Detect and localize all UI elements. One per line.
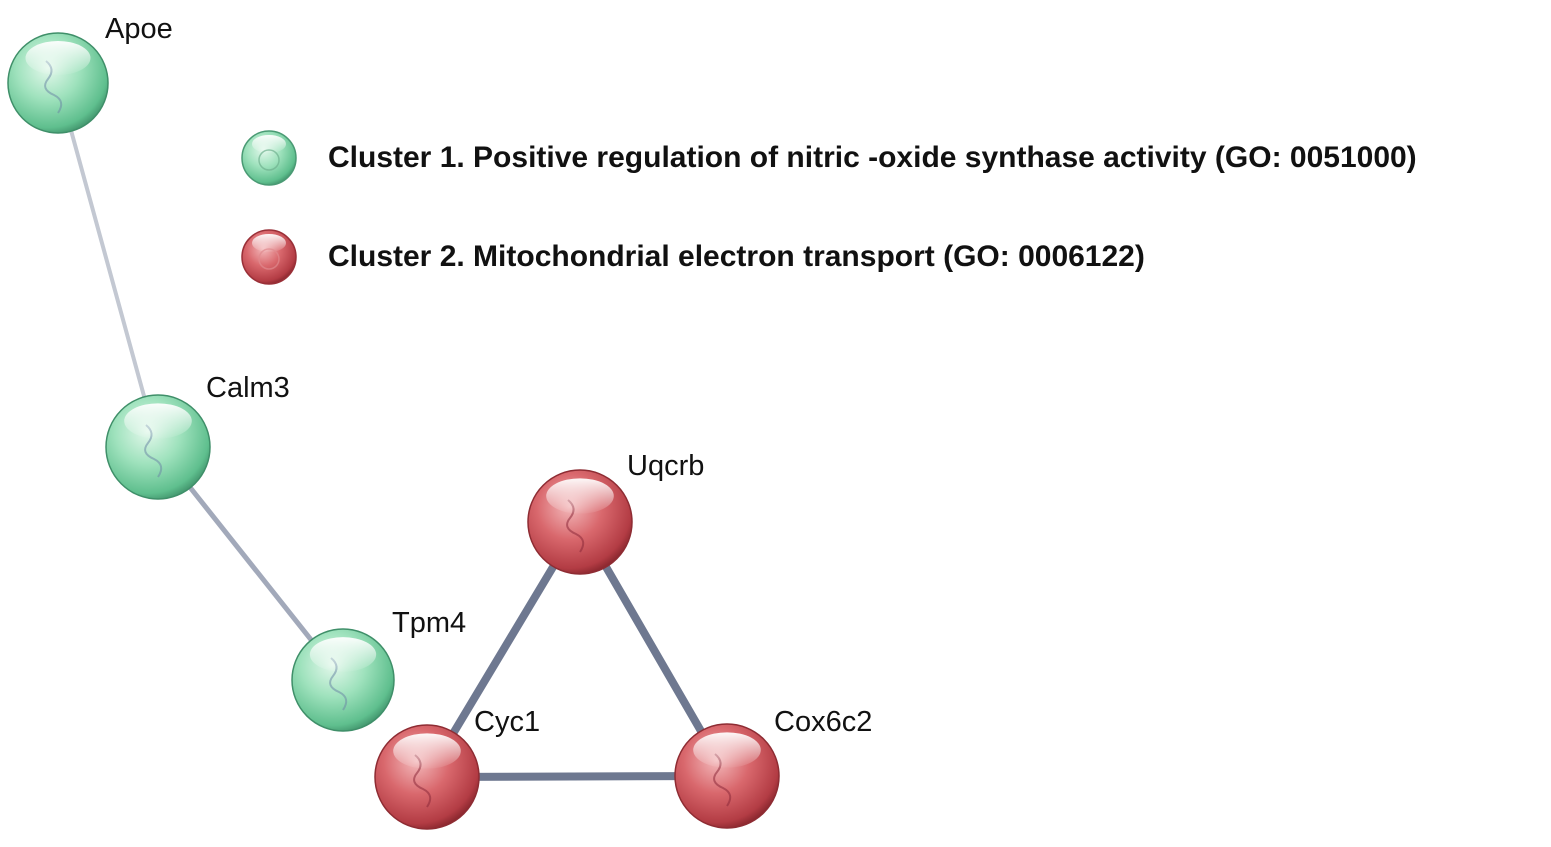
legend-item-cluster-2: Cluster 2. Mitochondrial electron transp… — [240, 227, 1145, 287]
node-cyc1[interactable]: Cyc1 — [374, 706, 540, 830]
cluster-1-node-icon — [241, 130, 297, 186]
legend-label-cluster-1: Cluster 1. Positive regulation of nitric… — [328, 141, 1417, 174]
node-label-cyc1: Cyc1 — [474, 706, 540, 738]
node-highlight — [309, 637, 377, 672]
node-highlight — [546, 478, 614, 514]
edge-apoe-calm3 — [56, 81, 160, 449]
node-highlight — [393, 733, 461, 769]
node-highlight — [124, 403, 192, 439]
node-label-calm3: Calm3 — [206, 372, 290, 404]
cluster-2-node-icon — [241, 229, 297, 285]
legend-label-cluster-2: Cluster 2. Mitochondrial electron transp… — [328, 240, 1145, 273]
node-apoe[interactable]: Apoe — [7, 13, 173, 134]
node-highlight — [693, 732, 761, 768]
node-label-tpm4: Tpm4 — [392, 607, 466, 639]
node-cox6c2[interactable]: Cox6c2 — [674, 706, 872, 829]
node-label-apoe: Apoe — [105, 13, 173, 45]
node-highlight — [25, 41, 91, 75]
node-uqcrb[interactable]: Uqcrb — [527, 450, 704, 575]
node-label-cox6c2: Cox6c2 — [774, 706, 872, 738]
legend-item-cluster-1: Cluster 1. Positive regulation of nitric… — [240, 128, 1417, 188]
node-calm3[interactable]: Calm3 — [105, 372, 290, 500]
node-label-uqcrb: Uqcrb — [627, 450, 704, 482]
node-tpm4[interactable]: Tpm4 — [291, 607, 466, 732]
